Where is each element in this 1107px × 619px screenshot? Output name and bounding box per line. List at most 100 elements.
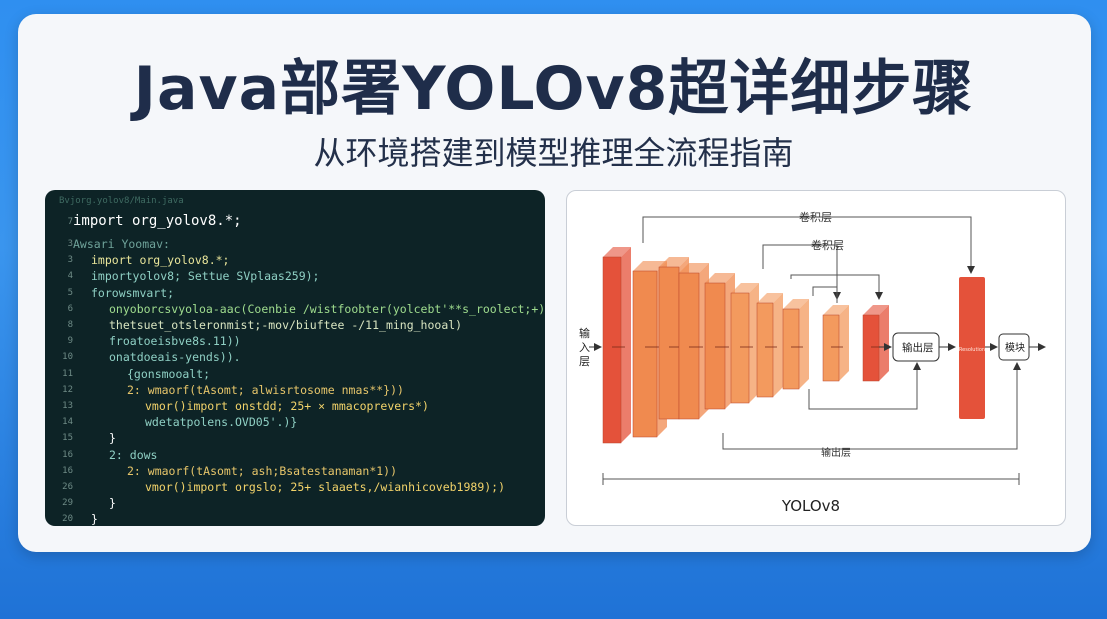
- skip-connections: [642, 216, 975, 303]
- architecture-diagram-panel: 卷积层 卷积层 输 入 层 输出层 Resolution 模块 输出层: [566, 190, 1066, 526]
- line-number: 11: [62, 368, 73, 379]
- output-layer-label-bottom: 输出层: [821, 446, 851, 459]
- code-line: 6 onyoborcsvyoloa-aac(Coenbie /wistfoobte…: [45, 301, 545, 317]
- code-text: }: [91, 512, 98, 526]
- code-line: 9 froatoeisbve8s.11)): [45, 333, 545, 349]
- backbone-block: [782, 308, 800, 390]
- line-number: 13: [62, 401, 73, 411]
- output-layer-box-label: 输出层: [902, 341, 934, 354]
- code-text: wdetatpolens.OVD05'.)}: [145, 415, 298, 430]
- block-top: [823, 305, 849, 315]
- code-text: forowsmvart;: [91, 285, 175, 300]
- line-number: 3: [67, 239, 73, 249]
- code-text: Awsari Yoomav:: [73, 237, 170, 251]
- block-side: [839, 305, 849, 381]
- line-number: 5: [67, 287, 73, 298]
- code-line: 14 wdetatpolens.OVD05'.)}: [45, 414, 545, 430]
- line-number: 26: [62, 482, 73, 492]
- model-bracket: [602, 473, 1020, 485]
- backbone-block: [704, 282, 726, 410]
- page-title: Java部署YOLOv8超详细步骤: [133, 54, 974, 124]
- code-line: 5 forowsmvart;: [45, 285, 545, 301]
- line-number: 14: [62, 417, 73, 428]
- code-line: 12 2: wmaorf(tAsomt; alwisrtosome nmas**}…: [45, 382, 545, 398]
- block-side: [799, 299, 809, 389]
- code-line: 8 thetsuet_otsleronmist;-mov/biuftee -/11…: [45, 317, 545, 333]
- code-line: 26 vmor()import orgslo; 25+ slaaets,/wian…: [45, 479, 545, 495]
- block-top: [731, 283, 759, 293]
- code-header: Bvjorg.yolov8/Main.java: [59, 196, 184, 206]
- code-line: 29}: [45, 495, 545, 511]
- line-number: 7: [67, 217, 73, 227]
- backbone-block: [678, 272, 700, 420]
- code-text: vmor()import orgslo; 25+ slaaets,/wianhi…: [145, 480, 506, 494]
- yolov8-architecture-diagram: 卷积层 卷积层 输 入 层 输出层 Resolution 模块 输出层: [579, 210, 1046, 515]
- line-number: 20: [62, 514, 73, 525]
- backbone-block: [822, 314, 840, 382]
- block-top: [679, 263, 709, 273]
- code-text: }: [109, 431, 116, 446]
- detection-head-block: [959, 277, 985, 419]
- code-line: 15}: [45, 430, 545, 446]
- conv-layer-label-mid: 卷积层: [811, 238, 844, 252]
- code-text: import org_yolov8.*;: [73, 213, 242, 229]
- block-top: [603, 247, 631, 257]
- line-number: 29: [62, 498, 73, 509]
- block-top: [633, 261, 667, 271]
- block-top: [659, 257, 689, 267]
- line-number: 16: [62, 465, 73, 476]
- code-text: 2: dows: [109, 447, 158, 462]
- detection-head-text: Resolution: [959, 347, 985, 353]
- block-top: [783, 299, 809, 309]
- code-line: 16 2: dows: [45, 447, 545, 463]
- line-number: 15: [62, 433, 73, 444]
- line-number: 10: [62, 352, 73, 363]
- code-line: 20}: [45, 511, 545, 526]
- conv-layer-label-top: 卷积层: [799, 210, 832, 224]
- bottom-connections: [722, 362, 1021, 450]
- code-text: }: [109, 496, 116, 511]
- code-text: import org_yolov8.*;: [91, 253, 230, 268]
- backbone-blocks: [602, 247, 889, 444]
- backbone-block: [862, 314, 880, 382]
- code-line: 4 importyolov8; Settue SVplaas259);: [45, 268, 545, 284]
- code-line: 13 vmor()import onstdd; 25+ × mmacoprever…: [45, 398, 545, 414]
- line-number: 8: [67, 320, 73, 330]
- backbone-block: [632, 270, 658, 438]
- model-name-label: YOLOv8: [781, 497, 840, 515]
- backbone-block: [602, 256, 622, 444]
- code-text: vmor()import onstdd; 25+ × mmacoprevers*…: [145, 399, 429, 413]
- code-text: importyolov8; Settue SVplaas259);: [91, 269, 320, 284]
- code-text: 2: wmaorf(tAsomt; alwisrtosome nmas**})): [127, 382, 404, 397]
- block-side: [773, 293, 783, 397]
- block-side: [749, 283, 759, 403]
- line-number: 9: [67, 336, 73, 347]
- code-text: 2: wmaorf(tAsomt; ash;Bsatestanaman*1)): [127, 463, 398, 478]
- code-text: {gonsmooalt;: [127, 366, 211, 381]
- line-number: 16: [62, 449, 73, 460]
- backbone-block: [756, 302, 774, 398]
- block-top: [705, 273, 735, 283]
- block-side: [879, 305, 889, 381]
- line-number: 12: [62, 384, 73, 395]
- block-top: [757, 293, 783, 303]
- code-text: onyoborcsvyoloa-aac(Coenbie /wistfoobter…: [109, 301, 545, 316]
- code-line: 10 onatdoeais-yends)).: [45, 349, 545, 365]
- code-text: thetsuet_otsleronmist;-mov/biuftee -/11_…: [109, 318, 463, 332]
- block-top: [863, 305, 889, 315]
- line-number: 4: [67, 271, 73, 282]
- code-text: onatdoeais-yends)).: [109, 350, 241, 365]
- code-line: 11 {gonsmooalt;: [45, 366, 545, 382]
- code-text: froatoeisbve8s.11)): [109, 334, 241, 349]
- line-number: 6: [67, 303, 73, 314]
- module-box-label: 模块: [1005, 342, 1025, 354]
- input-layer-label: 输 入 层: [579, 326, 594, 368]
- backbone-block: [658, 266, 680, 420]
- block-side: [621, 247, 631, 443]
- page-subtitle: 从环境搭建到模型推理全流程指南: [313, 134, 794, 172]
- backbone-block: [730, 292, 750, 404]
